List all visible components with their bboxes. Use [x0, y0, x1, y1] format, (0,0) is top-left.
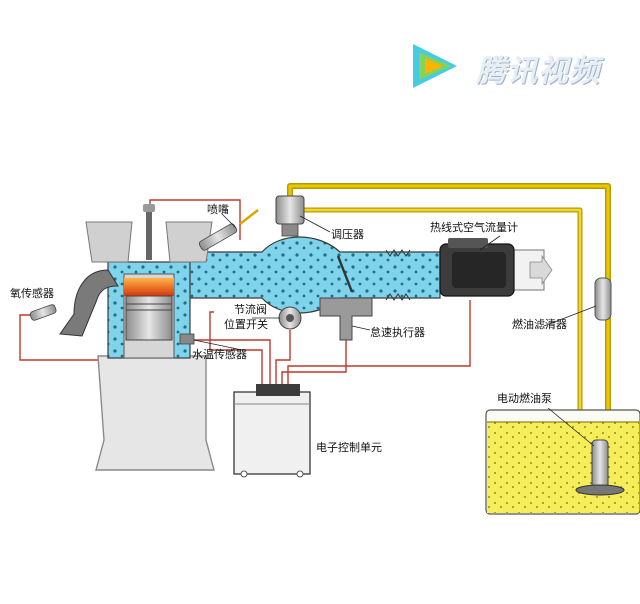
- intake-tract: [177, 236, 553, 314]
- label-throttle-switch-line2: 位置开关: [224, 318, 268, 331]
- signal-wires: [19, 199, 471, 388]
- leader-lines: [193, 213, 597, 447]
- label-throttle-switch-line1: 节流阀: [234, 303, 267, 316]
- label-fuel-filter: 燃油滤清器: [512, 318, 567, 331]
- label-pressure-regulator: 调压器: [331, 228, 364, 241]
- label-oxygen-sensor: 氧传感器: [10, 287, 54, 300]
- play-logo-icon: [413, 44, 457, 88]
- pressure-regulator: [275, 195, 305, 237]
- watermark: [405, 38, 615, 94]
- hot-wire-air-flow-meter: [439, 238, 515, 297]
- idle-speed-actuator: [319, 297, 373, 341]
- exhaust-manifold: [29, 269, 119, 337]
- engine-block: [85, 204, 215, 471]
- label-hot-wire-air-flow-meter: 热线式空气流量计: [430, 221, 518, 234]
- label-electric-fuel-pump: 电动燃油泵: [497, 392, 552, 405]
- fuel-filter: [594, 277, 612, 321]
- watermark-text: 腾讯视频: [476, 54, 600, 89]
- coolant-temp-sensor: [179, 333, 195, 345]
- electric-fuel-pump: [575, 439, 625, 496]
- label-injector: 喷嘴: [207, 203, 229, 216]
- label-ecu: 电子控制单元: [316, 441, 382, 454]
- fuel-tank: [485, 409, 640, 515]
- fuel-lines: [287, 183, 611, 480]
- label-idle-speed-actuator: 怠速执行器: [370, 326, 425, 339]
- throttle-position-switch: [278, 306, 302, 330]
- electronic-control-unit: [233, 384, 311, 478]
- label-coolant-temp-sensor: 水温传感器: [192, 348, 247, 361]
